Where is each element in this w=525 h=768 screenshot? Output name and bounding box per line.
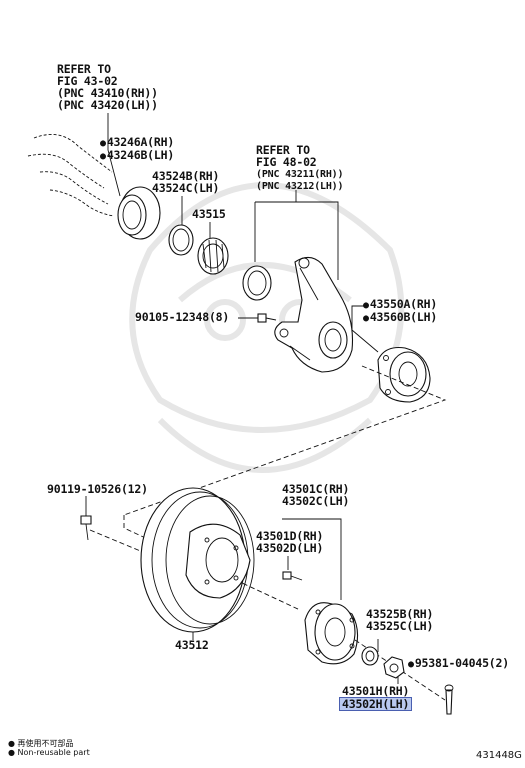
- non-reusable-bullet-icon: ●: [363, 313, 369, 324]
- part-label-43512: 43512: [175, 638, 209, 652]
- part-label-43502c: 43502C(LH): [282, 494, 350, 508]
- part-label-43550a: ●43550A(RH): [363, 297, 438, 311]
- rotor-bolt: [80, 515, 92, 541]
- non-reusable-bullet-icon: ●: [100, 151, 106, 162]
- refer-fig-43-line3: (PNC 43410(RH)): [57, 86, 158, 100]
- part-label-43560b: ●43560B(LH): [363, 310, 438, 324]
- part-label-43246b: ●43246B(LH): [100, 148, 175, 162]
- legend-non-reusable-en: ● Non-reusable part: [8, 748, 90, 757]
- part-label-43524b: 43524B(RH): [152, 169, 220, 183]
- knuckle-bolt: [257, 313, 277, 323]
- part-label-43502d: 43502D(LH): [256, 541, 324, 555]
- legend-non-reusable-jp: ● 再使用不可部品: [8, 739, 74, 748]
- part-label-43525c: 43525C(LH): [366, 619, 434, 633]
- oil-seal: [117, 186, 161, 240]
- part-label-43246a: ●43246A(RH): [100, 135, 175, 149]
- axle-hub: [304, 602, 359, 665]
- part-label-43515: 43515: [192, 207, 226, 221]
- refer-fig-48-line1: REFER TO: [256, 143, 310, 157]
- refer-fig-48-line4: (PNC 43212(LH)): [256, 181, 344, 192]
- refer-fig-43-line4: (PNC 43420(LH)): [57, 98, 158, 112]
- bearing: [197, 237, 229, 275]
- part-label-90105: 90105-12348(8): [135, 310, 230, 324]
- part-label-95381: ●95381-04045(2): [408, 656, 509, 670]
- refer-fig-48-line3: (PNC 43211(RH)): [256, 169, 344, 180]
- refer-fig-43-line1: REFER TO: [57, 62, 111, 76]
- bearing-race: [168, 224, 194, 256]
- non-reusable-bullet-icon: ●: [363, 300, 369, 311]
- lock-washer: [361, 646, 379, 666]
- part-label-43501d: 43501D(RH): [256, 529, 324, 543]
- hub-nut: [383, 656, 405, 679]
- hub-bolt: [282, 571, 303, 581]
- part-label-43502h-highlighted[interactable]: 43502H(LH): [338, 697, 413, 711]
- refer-fig-48-line2: FIG 48-02: [256, 155, 317, 169]
- axle-shaft-reference: [27, 133, 115, 217]
- steering-knuckle: [274, 256, 354, 373]
- brake-disc: [140, 487, 255, 633]
- part-label-43501h: 43501H(RH): [342, 684, 410, 698]
- part-label-90119: 90119-10526(12): [47, 482, 148, 496]
- non-reusable-bullet-icon: ●: [408, 659, 414, 670]
- part-label-43525b: 43525B(RH): [366, 607, 434, 621]
- watermark-emblem: [129, 182, 405, 473]
- race-ring: [242, 265, 272, 301]
- non-reusable-bullet-icon: ●: [100, 138, 106, 149]
- figure-id: 431448G: [476, 750, 522, 761]
- part-label-43524c: 43524C(LH): [152, 181, 220, 195]
- refer-fig-43-line2: FIG 43-02: [57, 74, 118, 88]
- cotter-pin: [444, 684, 454, 715]
- hub-bearing-assembly: [377, 346, 431, 403]
- part-label-43501c: 43501C(RH): [282, 482, 350, 496]
